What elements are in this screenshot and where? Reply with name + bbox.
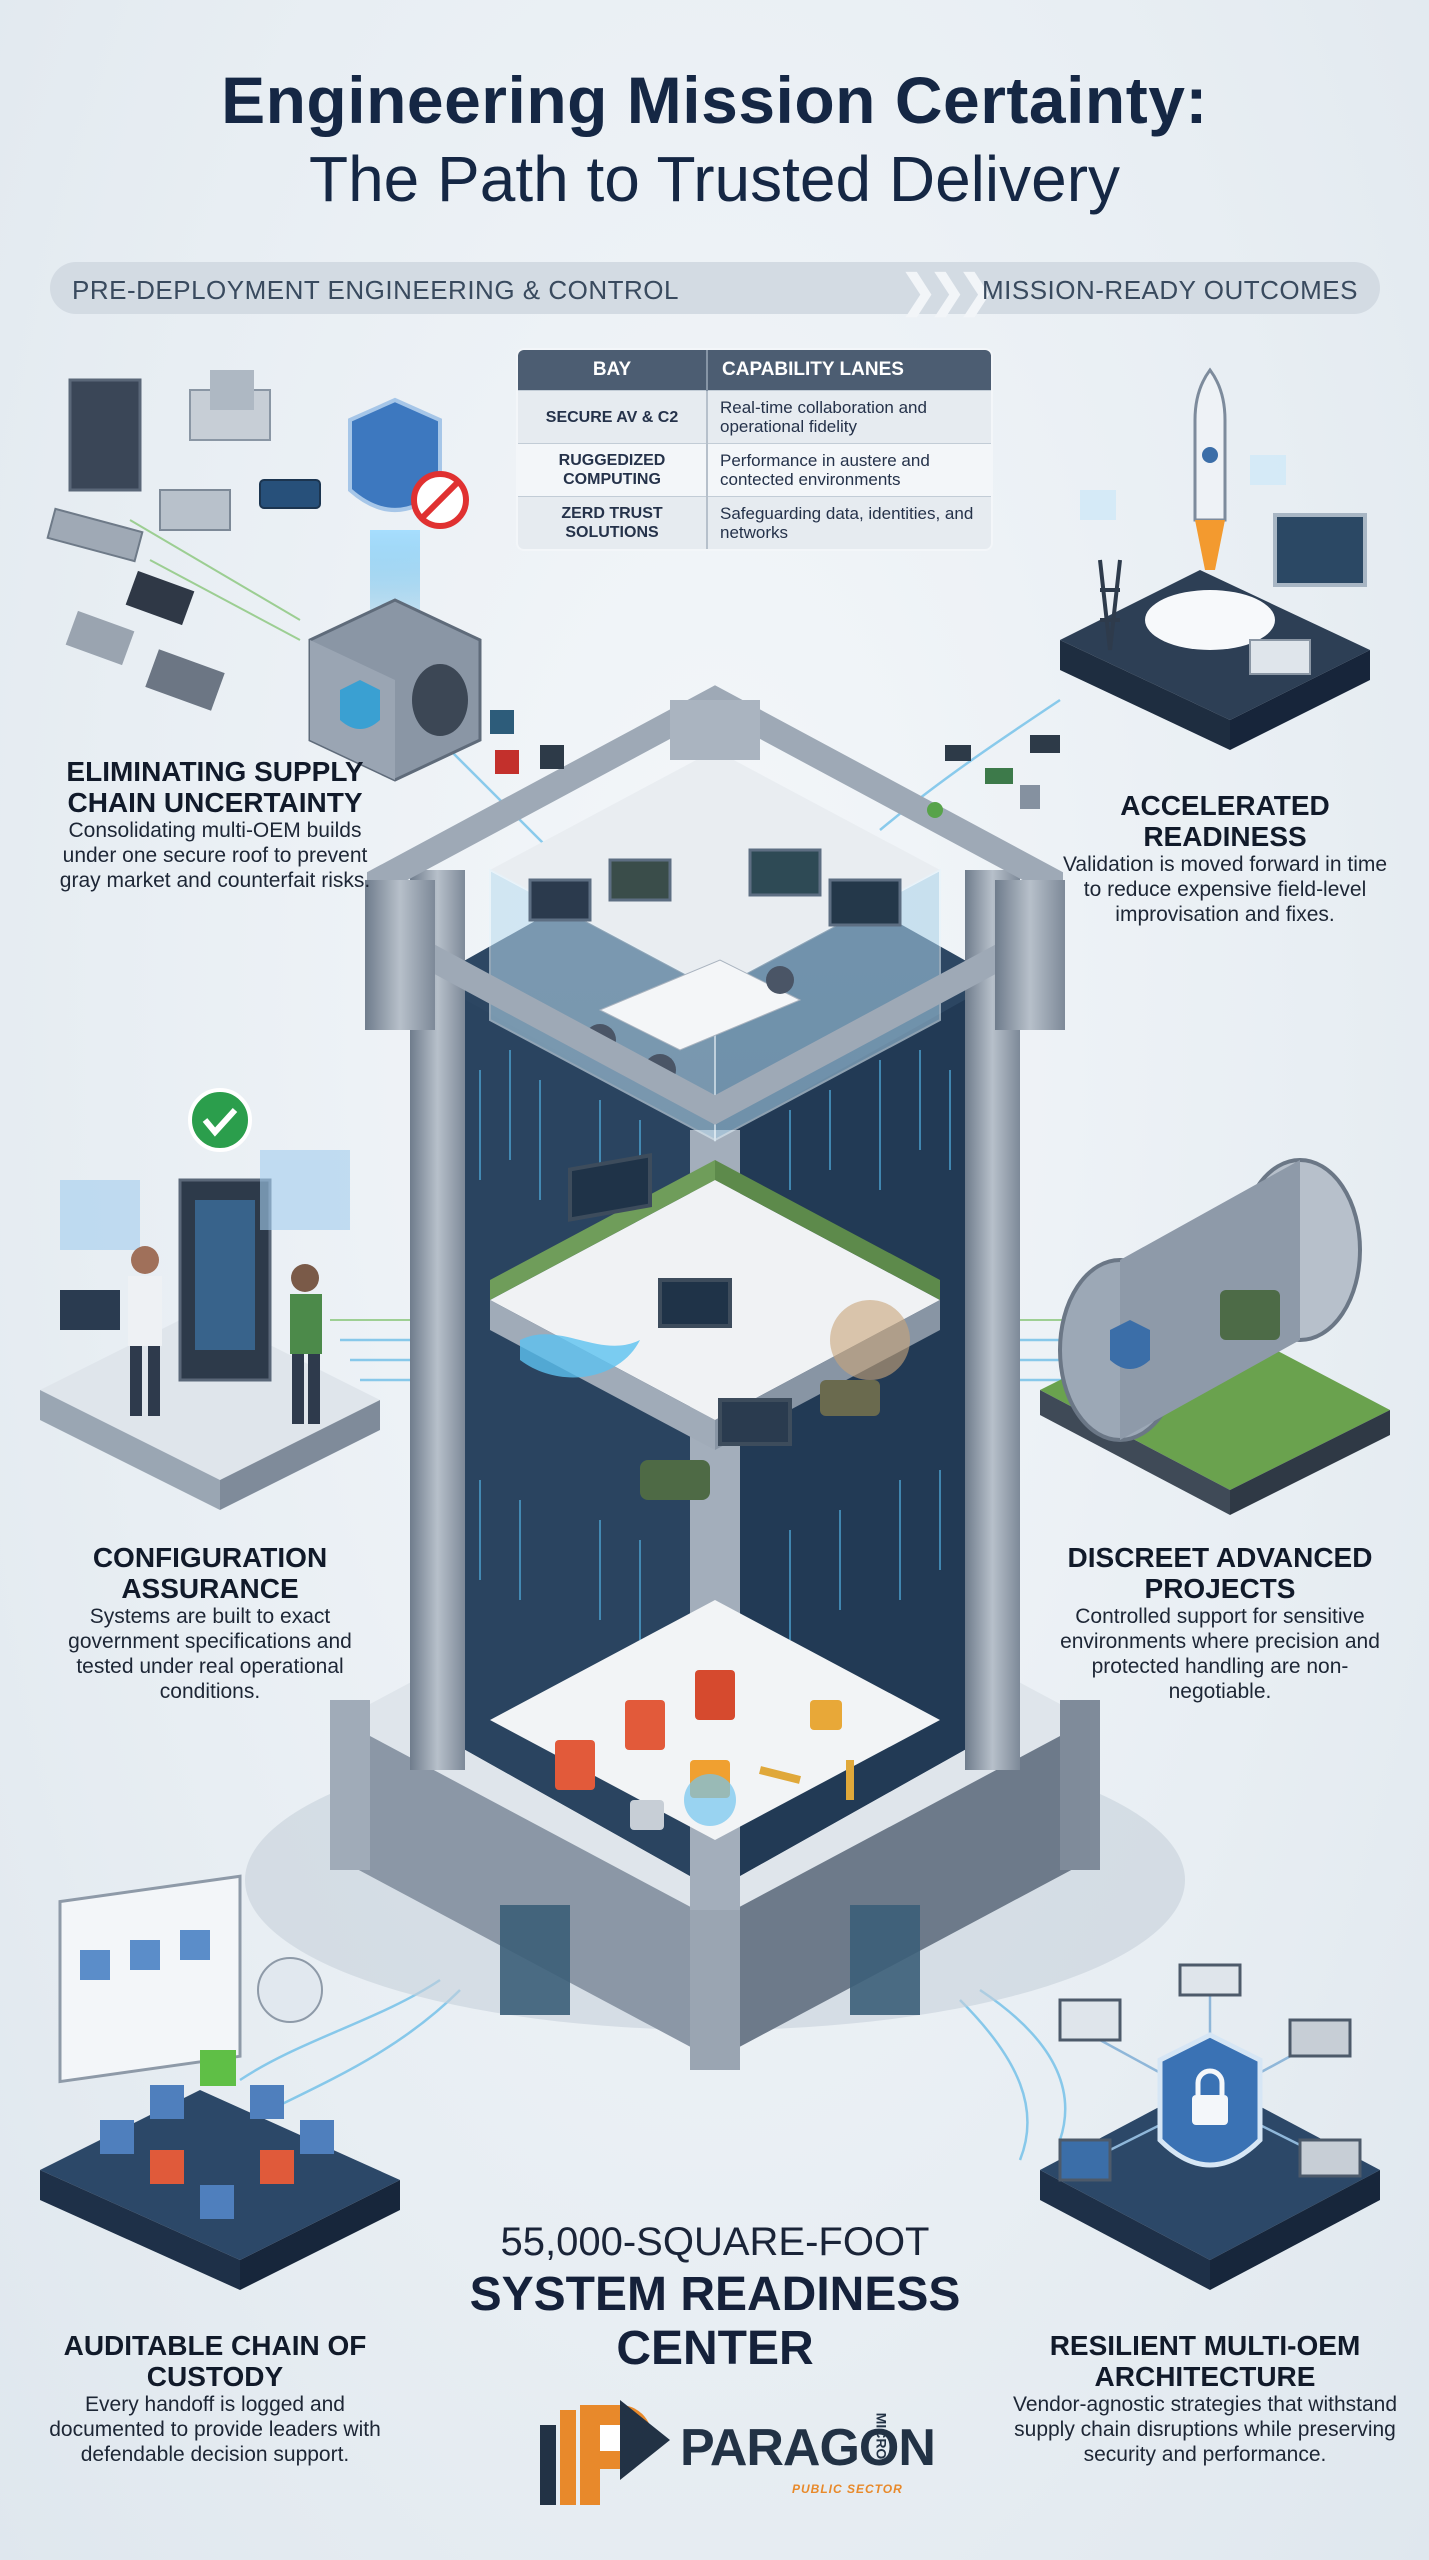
incoming-components (927, 735, 1060, 818)
section-heading: ACCELERATED READINESS (1120, 790, 1330, 852)
custody-ledger (40, 1874, 400, 2290)
logo-wordmark: PARAGON (680, 2419, 936, 2477)
section-heading: RESILIENT MULTI-OEM ARCHITECTURE (1049, 2330, 1361, 2392)
logo-micro-text: MICRO (873, 2412, 890, 2460)
logo-subtitle: PUBLIC SECTOR (792, 2482, 903, 2496)
multi-oem-network (1040, 1963, 1380, 2290)
table-header-row: BAY CAPABILITY LANES (518, 350, 991, 391)
section-heading: DISCREET ADVANCED PROJECTS (1067, 1542, 1373, 1604)
readiness-section: ACCELERATED READINESS Validation is move… (1060, 790, 1390, 927)
table-cell-lane: Real-time collaboration and operational … (707, 390, 991, 444)
chevron-arrows-icon: ❯❯❯ (900, 267, 995, 316)
table-header-lanes: CAPABILITY LANES (707, 350, 991, 391)
section-description: Vendor-agnostic strategies that withstan… (1012, 2393, 1398, 2466)
section-heading: AUDITABLE CHAIN OF CUSTODY (63, 2330, 367, 2392)
resilient-architecture-section: RESILIENT MULTI-OEM ARCHITECTURE Vendor-… (1005, 2330, 1405, 2467)
table-row: ZERD TRUST SOLUTIONS Safeguarding data, … (518, 496, 991, 549)
section-description: Every handoff is logged and documented t… (49, 2393, 381, 2466)
supply-chain-section: ELIMINATING SUPPLY CHAIN UNCERTAINTY Con… (40, 756, 390, 893)
section-heading: ELIMINATING SUPPLY CHAIN UNCERTAINTY (66, 756, 364, 818)
table-cell-lane: Performance in austere and contected env… (707, 443, 991, 497)
facility-size: 55,000-SQUARE-FOOT (500, 2220, 930, 2264)
paragon-logo-mark (540, 2400, 670, 2505)
banner-left-label: PRE-DEPLOYMENT ENGINEERING & CONTROL (72, 275, 679, 305)
section-description: Controlled support for sensitive environ… (1060, 1605, 1380, 1703)
rocket-launch-platform (1060, 367, 1370, 750)
table-row: RUGGEDIZED COMPUTING Performance in aust… (518, 443, 991, 497)
table-row: SECURE AV & C2 Real-time collaboration a… (518, 390, 991, 444)
zero-trust-room (490, 1600, 940, 1840)
section-description: Consolidating multi-OEM builds under one… (59, 819, 371, 892)
banner-right-label: MISSION-READY OUTCOMES (981, 275, 1358, 305)
bay-capability-table: BAY CAPABILITY LANES SECURE AV & C2 Real… (516, 348, 993, 551)
hardware-cluster (46, 370, 321, 711)
configuration-section: CONFIGURATION ASSURANCE Systems are buil… (45, 1542, 375, 1704)
page-title: Engineering Mission Certainty: (221, 63, 1208, 137)
configuration-lab (40, 1088, 380, 1510)
table-header-bay: BAY (518, 350, 708, 391)
rugged-computing-room (490, 1153, 940, 1500)
phase-banner: PRE-DEPLOYMENT ENGINEERING & CONTROL ❯❯❯… (50, 262, 1380, 316)
discreet-enclosure (1040, 1158, 1390, 1515)
table-cell-bay: SECURE AV & C2 (518, 390, 708, 444)
section-description: Validation is moved forward in time to r… (1062, 853, 1388, 926)
facility-name: SYSTEM READINESS CENTER (469, 2268, 961, 2375)
section-heading: CONFIGURATION ASSURANCE (92, 1542, 328, 1604)
page-subtitle: The Path to Trusted Delivery (308, 143, 1121, 215)
tower-crown (365, 685, 1065, 1125)
secure-cube (308, 397, 564, 782)
table-cell-bay: RUGGEDIZED COMPUTING (518, 443, 708, 497)
custody-section: AUDITABLE CHAIN OF CUSTODY Every handoff… (45, 2330, 385, 2467)
table-cell-lane: Safeguarding data, identities, and netwo… (707, 496, 991, 549)
table-cell-bay: ZERD TRUST SOLUTIONS (518, 496, 708, 549)
discreet-projects-section: DISCREET ADVANCED PROJECTS Controlled su… (1050, 1542, 1390, 1704)
section-description: Systems are built to exact government sp… (68, 1605, 352, 1703)
